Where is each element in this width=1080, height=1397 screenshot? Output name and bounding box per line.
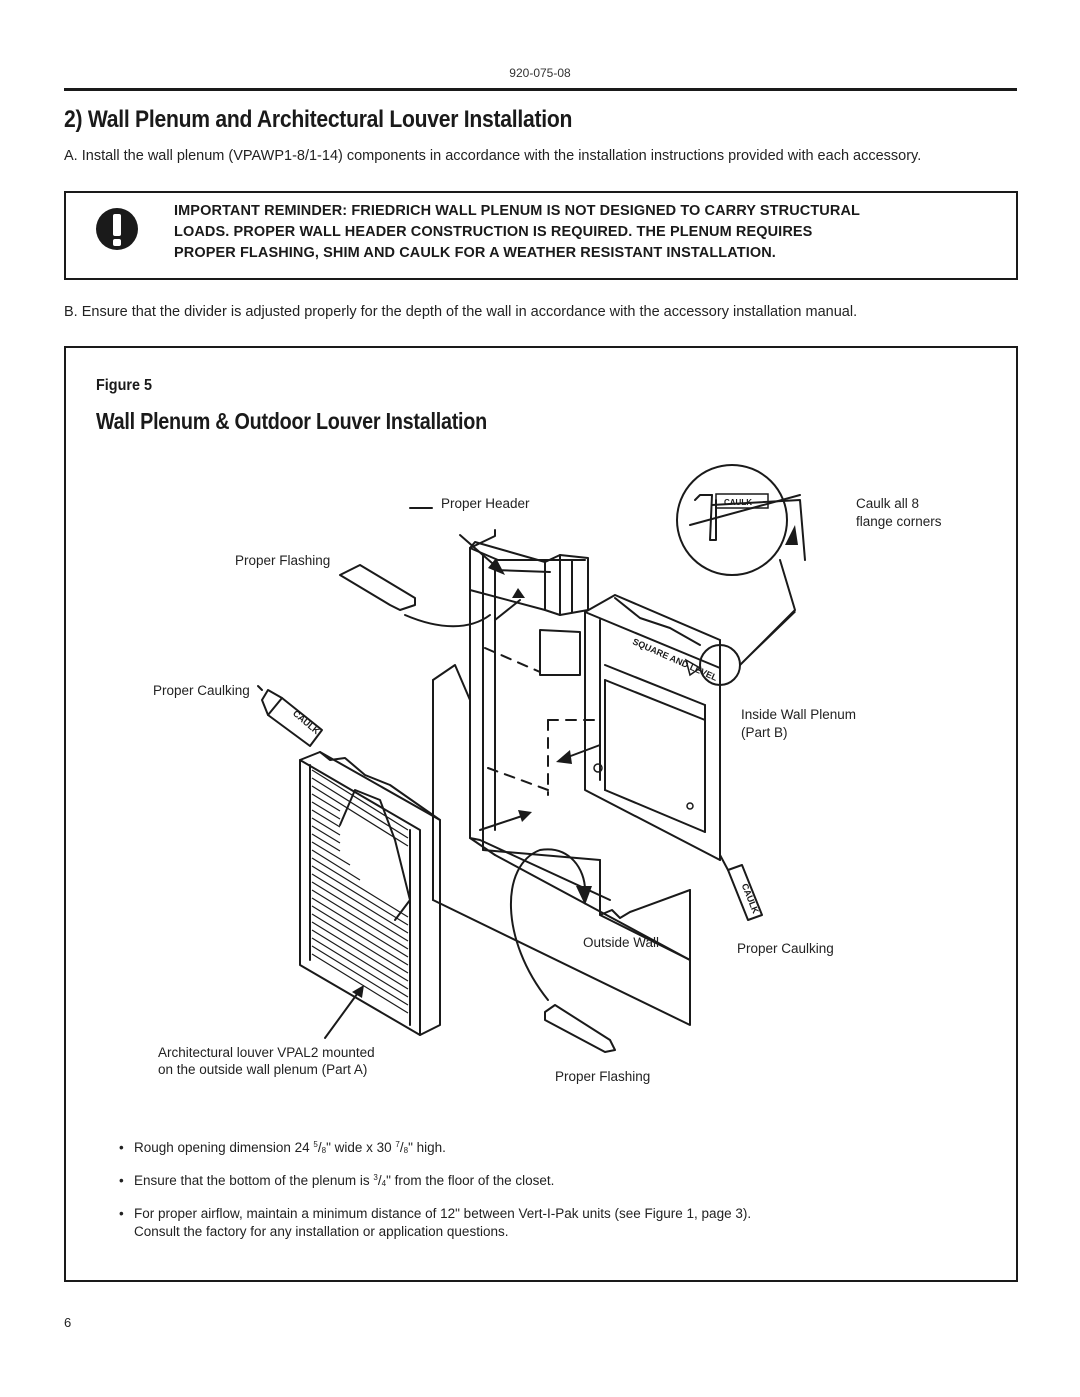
header-rule (64, 88, 1017, 91)
document-number: 920-075-08 (509, 66, 571, 80)
label-proper-header: Proper Header (441, 496, 530, 511)
step-b-text: B. Ensure that the divider is adjusted p… (64, 304, 858, 320)
bullet-airflow-line-2: Consult the factory for any installation… (134, 1224, 509, 1239)
label-proper-flashing-bottom: Proper Flashing (555, 1069, 651, 1084)
flange-corner-detail (676, 464, 788, 576)
caulk-label-right: CAULK (740, 882, 761, 915)
label-louver-2: on the outside wall plenum (Part A) (158, 1062, 368, 1077)
important-reminder-box (64, 191, 1018, 280)
proper-flashing-bottom-piece (544, 1004, 616, 1053)
bullet-airflow-line-1: •For proper airflow, maintain a minimum … (119, 1206, 752, 1221)
reminder-line-3: PROPER FLASHING, SHIM AND CAULK FOR A WE… (174, 245, 776, 261)
figure-title: Wall Plenum & Outdoor Louver Installatio… (96, 408, 487, 434)
reminder-line-2: LOADS. PROPER WALL HEADER CONSTRUCTION I… (174, 224, 813, 240)
page-number: 6 (64, 1315, 72, 1330)
label-caulk-all-1: Caulk all 8 (856, 496, 920, 511)
caulk-tube-left (257, 685, 323, 747)
figure-box (64, 346, 1018, 1282)
figure-label: Figure 5 (96, 377, 153, 394)
label-inside-wall-plenum-1: Inside Wall Plenum (741, 707, 857, 722)
section-title: 2) Wall Plenum and Architectural Louver … (64, 106, 573, 133)
label-proper-flashing-top: Proper Flashing (235, 553, 331, 568)
label-louver-1: Architectural louver VPAL2 mounted (158, 1045, 375, 1060)
caulk-tube-right (719, 854, 763, 921)
louver-slats (311, 769, 409, 1014)
bullet-rough-opening: •Rough opening dimension 24 5/8" wide x … (119, 1140, 446, 1155)
caulk-label-detail: CAULK (724, 498, 752, 507)
square-and-level-stamp: SQUARE AND LEVEL (631, 636, 719, 683)
label-outside-wall: Outside Wall (583, 935, 660, 950)
label-proper-caulking-left: Proper Caulking (153, 683, 250, 698)
exclamation-icon-dot (113, 239, 121, 246)
reminder-line-1: IMPORTANT REMINDER: FRIEDRICH WALL PLENU… (174, 203, 860, 219)
step-a-text: A. Install the wall plenum (VPAWP1-8/1-1… (64, 148, 922, 164)
label-caulk-all-2: flange corners (856, 514, 942, 529)
label-inside-wall-plenum-2: (Part B) (741, 725, 788, 740)
proper-flashing-top-piece (339, 564, 416, 611)
bullet-plenum-height: •Ensure that the bottom of the plenum is… (119, 1173, 555, 1188)
label-proper-caulking-right: Proper Caulking (737, 941, 834, 956)
exclamation-icon-bar (113, 214, 121, 236)
caulk-label-left: CAULK (291, 708, 322, 736)
